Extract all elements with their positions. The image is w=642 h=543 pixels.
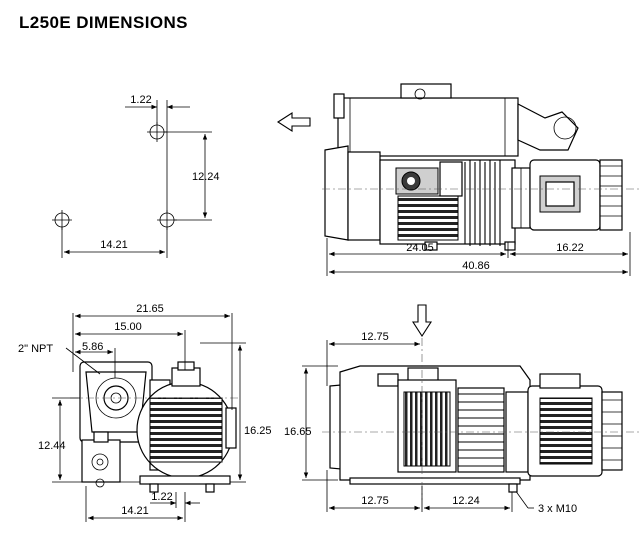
- dim-top-base-left-label: 12.75: [361, 495, 389, 507]
- dim-end-left-height-label: 12.44: [38, 440, 66, 452]
- hole-pattern-view: 1.22 12.24 14.21: [52, 94, 220, 258]
- dim-side-left-label: 24.05: [406, 242, 434, 254]
- dim-top-height-label: 16.65: [284, 426, 312, 438]
- dim-hole-width-label: 14.21: [100, 239, 128, 251]
- exhaust-housing: [337, 97, 519, 157]
- top-cap: [400, 83, 452, 99]
- dim-end-port-offset-label: 5.86: [82, 341, 103, 353]
- side-view: 24.05 16.22 40.86: [276, 83, 640, 276]
- dim-end-port-width-label: 15.00: [114, 321, 142, 333]
- dim-hole-height-label: 12.24: [192, 171, 220, 183]
- dim-top-inlet-offset-label: 12.75: [361, 331, 389, 343]
- dim-hole-offset-label: 1.22: [130, 94, 151, 106]
- inlet-direction-arrow: [411, 304, 433, 338]
- port-size-label: 2" NPT: [18, 343, 53, 355]
- dim-side-total-label: 40.86: [462, 260, 490, 272]
- end-view: 21.65 15.00 2" NPT 5.86 12.44 16.25 1.22…: [18, 303, 272, 522]
- dim-end-total-width-label: 21.65: [136, 303, 164, 315]
- bolt-spec-label: 3 x M10: [538, 503, 577, 515]
- page-title: L250E DIMENSIONS: [19, 13, 188, 32]
- end-cover: [324, 145, 349, 241]
- dim-side-right-label: 16.22: [556, 242, 584, 254]
- dim-end-foot-width-label: 14.21: [121, 505, 149, 517]
- exhaust-direction-arrow: [276, 111, 311, 133]
- top-view: 12.75 16.65 12.75 12.24 3 x M10: [284, 304, 640, 515]
- dim-end-foot-offset-label: 1.22: [151, 491, 172, 503]
- oil-filter: [517, 103, 579, 151]
- dim-top-base-right-label: 12.24: [452, 495, 480, 507]
- dim-end-total-height-label: 16.25: [244, 425, 272, 437]
